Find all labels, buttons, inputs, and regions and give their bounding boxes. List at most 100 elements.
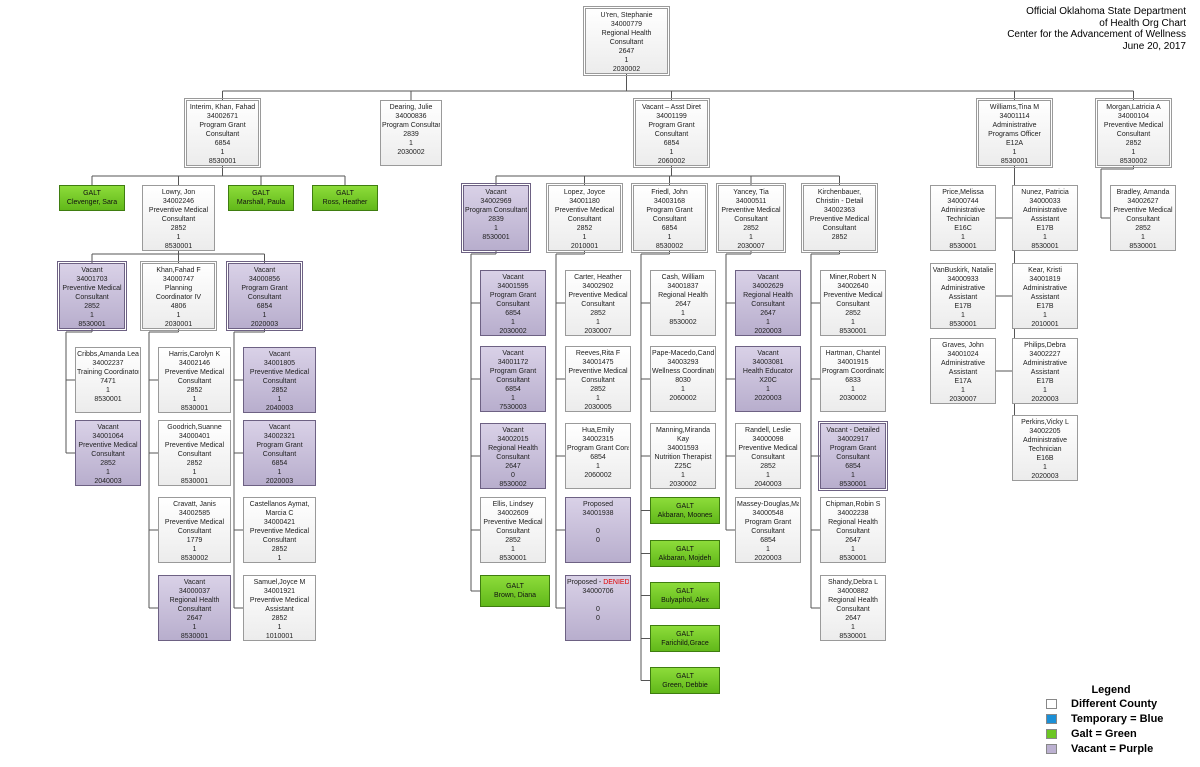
position-line: Ross, Heather [322,199,368,206]
position-line: 1 [961,387,965,394]
position-line: 2852 [760,463,776,470]
position-line: Kay [676,436,690,443]
position-line: Consultant [1116,131,1151,138]
position-line: 1 [1141,234,1145,241]
position-line: GALT [252,190,270,197]
position-line: 1 [511,395,515,402]
position-line: Vacant [81,267,103,274]
position-line: Consultant [262,378,297,385]
position-line: Friedl, John [651,189,688,196]
position-line: 2647 [760,310,776,317]
position-line: Kear, Kristi [1028,267,1062,274]
position-line: 1 [749,234,753,241]
position-line: Vacant [268,351,291,358]
position-line: 1 [192,469,197,476]
position-line: Program Grant [646,207,693,214]
position-line: 34000401 [178,433,211,440]
position-line: Technician [1028,446,1062,453]
position-line: 1 [192,546,197,553]
position-line: 8530002 [655,243,684,250]
position-line: 1 [582,234,587,241]
position-line: Akbaran, Moones [657,511,713,519]
position-line: GALT [676,587,694,595]
position-line: Williams,Tina M [989,104,1040,111]
position-line: 2060002 [657,158,686,165]
position-line: 1 [596,463,600,470]
position-line [567,596,629,605]
position-line: Preventive Medical [249,597,310,604]
position-line: 2030002 [612,66,641,73]
position-line: 2040003 [94,478,122,485]
position-line: 2647 [186,615,203,622]
position-line: Regional Health [658,292,708,299]
position-line: Program Grant [199,122,246,129]
position-line: 7471 [100,378,116,385]
chart-title: Official Oklahoma State Department of He… [1007,6,1186,52]
position-line: Graves, John [942,342,984,349]
position-line: Programs Officer [988,131,1041,138]
position-line: Consultant [751,528,785,535]
position-line: 2852 [1135,225,1151,232]
position-line: 1 [851,319,855,326]
position-line: Assistant [1030,294,1060,301]
position-line: Bradley, Amanda [1116,189,1170,196]
position-line: 2852 [100,460,116,467]
position-line: Preventive Medical [823,292,883,299]
position-line: Green, Debbie [662,681,708,689]
position-line: Administrative [941,285,985,292]
position-line: 8530001 [839,481,867,488]
position-line: Program Grant [744,519,792,526]
position-line: Kirchenbauer, [817,189,862,196]
position-line: Consultant [836,454,870,461]
position-line: Nunez, Patricia [1021,189,1069,196]
position-line: Consultant [751,301,785,308]
position-line: Pape-Macedo,Candace [652,350,714,357]
position-line: 34002609 [497,510,529,517]
legend-swatch-blue [1046,713,1057,724]
position-line: E17B [1036,303,1054,310]
position-line: Consultant [177,606,212,613]
position-line: Consultant [836,301,870,308]
position-line: 1 [961,312,965,319]
position-line: 1 [106,469,110,476]
position-line: Training Coordinator [77,369,139,376]
position-line: 1 [90,312,94,319]
position-line: 0 [596,537,600,544]
position-line: Lopez, Joyce [563,189,606,196]
position-line: Preventive Medical [1103,122,1164,129]
position-line: Health Educator [742,368,794,375]
position-line: 1 [192,396,197,403]
position-line: Administrative [941,360,985,367]
position-line: Consultant [654,131,689,138]
position-line: Planning [164,285,193,292]
position-line: Cribbs,Amanda Lea [77,351,139,358]
position-line: 8530001 [94,396,122,403]
position-line: Vacant [502,427,524,434]
position-line: Vacant [268,424,291,431]
position-line: 1 [766,319,770,326]
position-line: GALT [83,190,101,197]
position-line: 6854 [214,140,231,147]
position-line: 0 [596,615,600,622]
position-line: 6854 [845,463,861,470]
position-line: Administrative [1023,360,1067,367]
position-line: Cravatt, Janis [173,501,216,508]
position-line: Consultant [836,606,870,613]
position-line: Preventive Medical [164,519,225,526]
position-line: 2020003 [1031,473,1059,480]
position-line: Massey-Douglas,Mary L [737,501,799,508]
